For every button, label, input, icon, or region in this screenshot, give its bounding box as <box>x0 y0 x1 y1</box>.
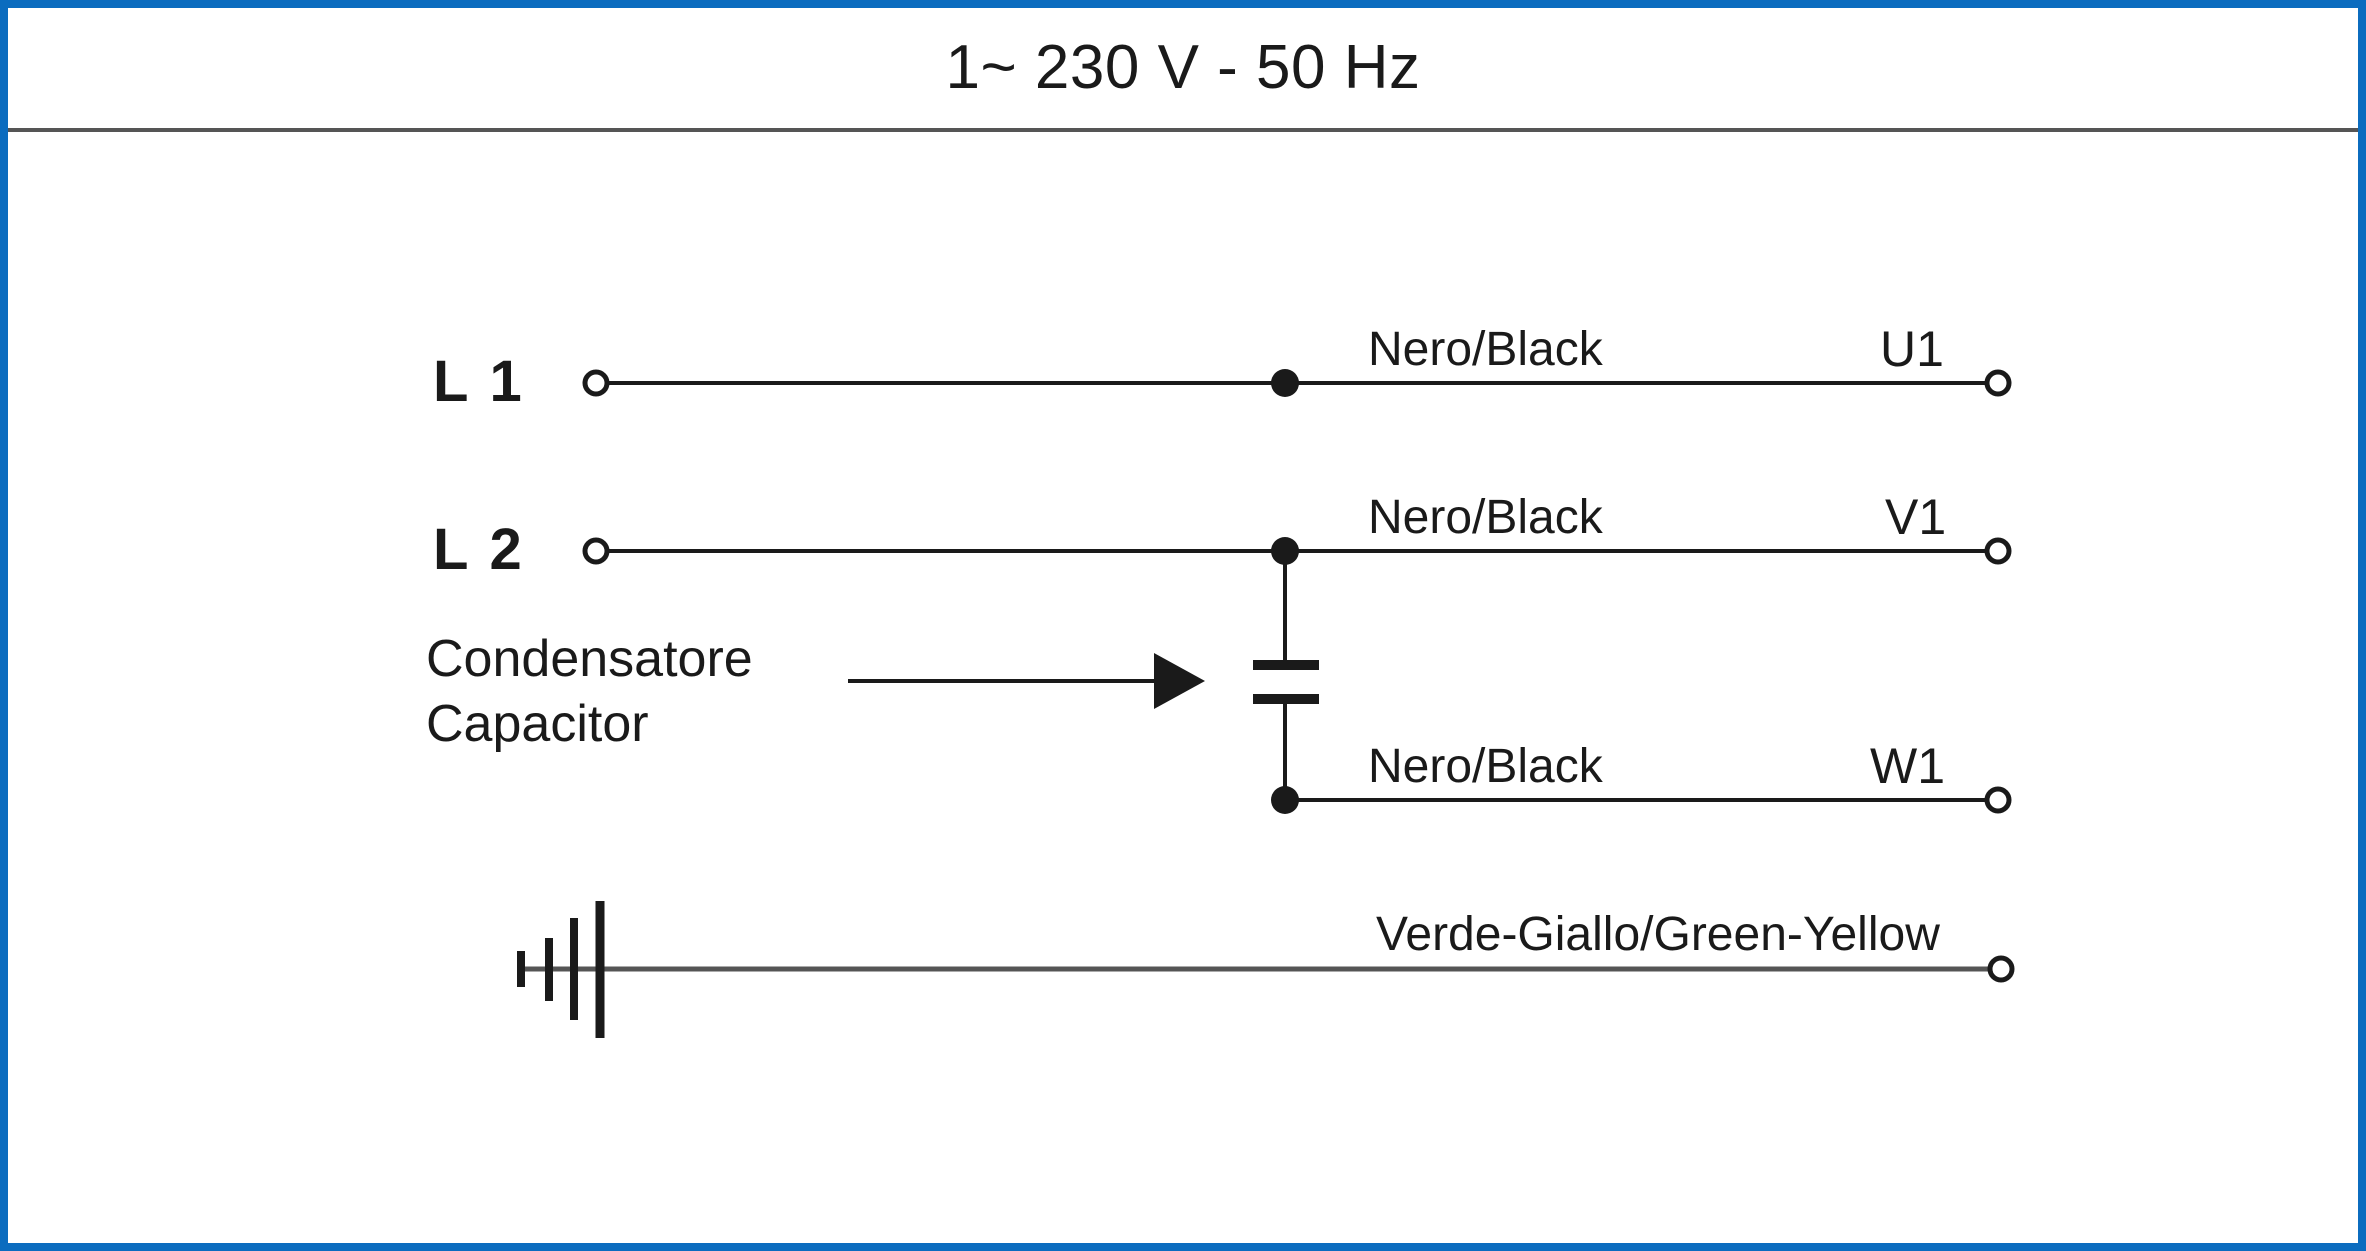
terminal-v1[interactable] <box>1984 537 2012 565</box>
terminal-ground[interactable] <box>1987 955 2015 983</box>
terminal-w1[interactable] <box>1984 786 2012 814</box>
wire-color-label-ground: Verde-Giallo/Green-Yellow <box>1376 908 1940 961</box>
phase-label-l2: L 2 <box>433 517 525 582</box>
page-title: 1~ 230 V - 50 Hz <box>945 33 1421 102</box>
capacitor-label-it: Condensatore <box>426 630 753 688</box>
phase-label-l1: L 1 <box>433 349 525 414</box>
schematic-svg <box>517 369 2015 1038</box>
terminal-label-w1: W1 <box>1870 738 1945 794</box>
terminal-l2[interactable] <box>582 537 610 565</box>
terminal-label-u1: U1 <box>1880 321 1944 377</box>
capacitor-label-en: Capacitor <box>426 695 649 753</box>
wire-color-label-u1: Nero/Black <box>1368 323 1603 376</box>
terminal-label-v1: V1 <box>1885 489 1947 545</box>
wire-color-label-v1: Nero/Black <box>1368 491 1603 544</box>
title-bar: 1~ 230 V - 50 Hz <box>8 8 2358 132</box>
wiring-diagram-canvas: L 1 L 2 Nero/Black U1 Nero/Black V1 Nero… <box>8 8 2358 1243</box>
wire-color-label-w1: Nero/Black <box>1368 740 1603 793</box>
junction-dot-u1 <box>1271 369 1299 397</box>
junction-dot-w1 <box>1271 786 1299 814</box>
terminal-u1[interactable] <box>1984 369 2012 397</box>
capacitor-arrow-head <box>1154 653 1205 709</box>
terminal-l1[interactable] <box>582 369 610 397</box>
